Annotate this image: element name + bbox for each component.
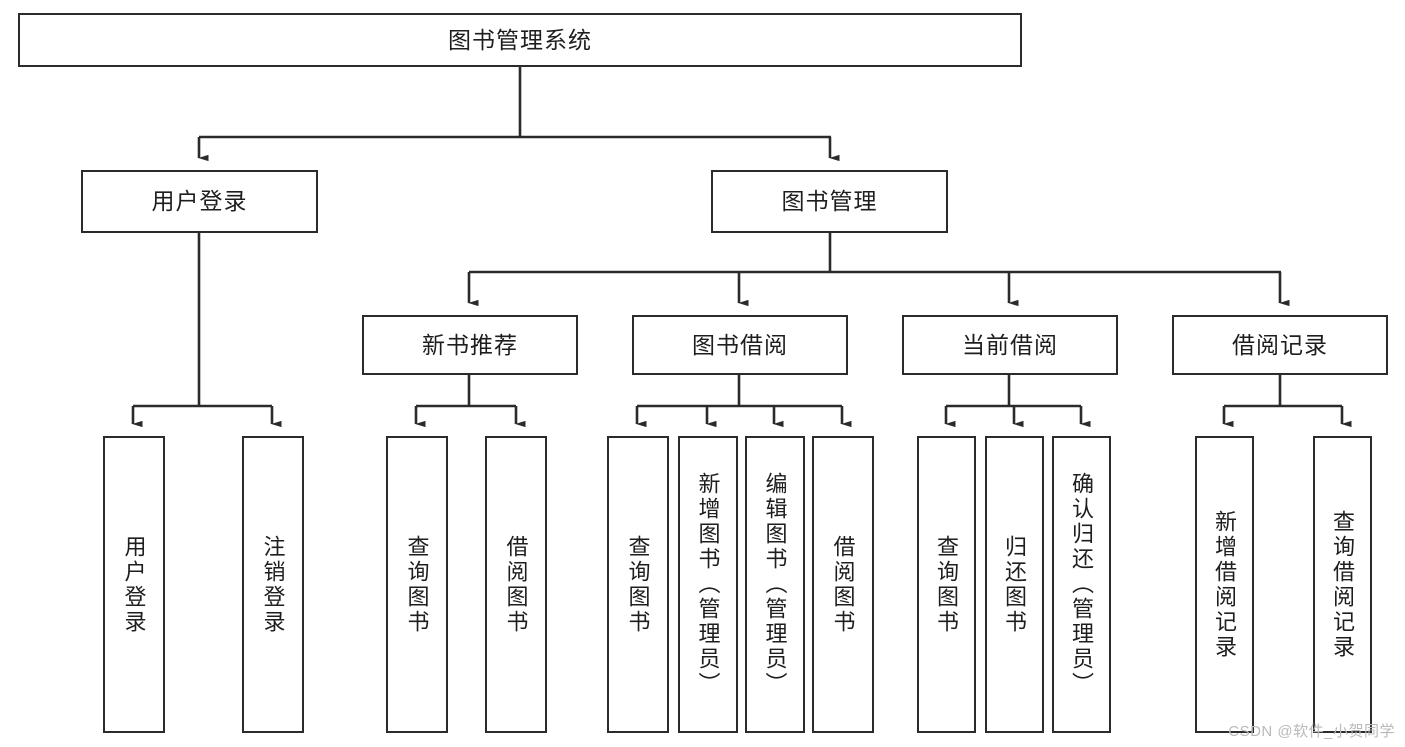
- node-user-login[interactable]: 用户登录: [81, 170, 318, 233]
- node-leaf-query-record-label: 查询借阅记录: [1330, 509, 1356, 660]
- node-leaf-borrow-book-2-label: 借阅图书: [830, 534, 856, 635]
- node-leaf-edit-book-label: 编辑图书（管理员）: [762, 472, 788, 697]
- node-leaf-borrow-book-1[interactable]: 借阅图书: [485, 436, 547, 733]
- node-root[interactable]: 图书管理系统: [18, 13, 1022, 67]
- node-leaf-confirm-return[interactable]: 确认归还（管理员）: [1052, 436, 1111, 733]
- node-leaf-edit-book[interactable]: 编辑图书（管理员）: [745, 436, 805, 733]
- node-leaf-borrow-book-2[interactable]: 借阅图书: [812, 436, 874, 733]
- node-leaf-add-record[interactable]: 新增借阅记录: [1195, 436, 1254, 733]
- node-leaf-user-login[interactable]: 用户登录: [103, 436, 165, 733]
- node-leaf-borrow-book-1-label: 借阅图书: [503, 534, 529, 635]
- node-borrow-record[interactable]: 借阅记录: [1172, 315, 1388, 375]
- node-book-manage-label: 图书管理: [781, 188, 878, 215]
- node-current-borrow-label: 当前借阅: [962, 331, 1058, 358]
- node-leaf-add-book[interactable]: 新增图书（管理员）: [678, 436, 738, 733]
- node-borrow-record-label: 借阅记录: [1232, 331, 1328, 358]
- node-user-login-label: 用户登录: [151, 188, 248, 215]
- node-leaf-add-book-label: 新增图书（管理员）: [695, 472, 721, 697]
- node-new-book-rec[interactable]: 新书推荐: [362, 315, 578, 375]
- node-leaf-logout-label: 注销登录: [260, 534, 286, 635]
- node-book-manage[interactable]: 图书管理: [711, 170, 948, 233]
- node-leaf-add-record-label: 新增借阅记录: [1212, 509, 1238, 660]
- node-leaf-return-book-label: 归还图书: [1002, 534, 1028, 635]
- node-leaf-query-book-3[interactable]: 查询图书: [917, 436, 976, 733]
- node-current-borrow[interactable]: 当前借阅: [902, 315, 1118, 375]
- node-root-label: 图书管理系统: [448, 26, 592, 53]
- node-leaf-query-book-1-label: 查询图书: [404, 534, 430, 635]
- node-leaf-query-record[interactable]: 查询借阅记录: [1313, 436, 1372, 733]
- node-leaf-user-login-label: 用户登录: [121, 534, 147, 635]
- node-leaf-logout[interactable]: 注销登录: [242, 436, 304, 733]
- node-leaf-confirm-return-label: 确认归还（管理员）: [1069, 472, 1095, 697]
- node-book-borrow[interactable]: 图书借阅: [632, 315, 848, 375]
- node-book-borrow-label: 图书借阅: [692, 331, 788, 358]
- node-leaf-query-book-2[interactable]: 查询图书: [607, 436, 669, 733]
- node-leaf-query-book-3-label: 查询图书: [934, 534, 960, 635]
- node-leaf-return-book[interactable]: 归还图书: [985, 436, 1044, 733]
- node-new-book-rec-label: 新书推荐: [422, 331, 518, 358]
- node-leaf-query-book-2-label: 查询图书: [625, 534, 651, 635]
- node-leaf-query-book-1[interactable]: 查询图书: [386, 436, 448, 733]
